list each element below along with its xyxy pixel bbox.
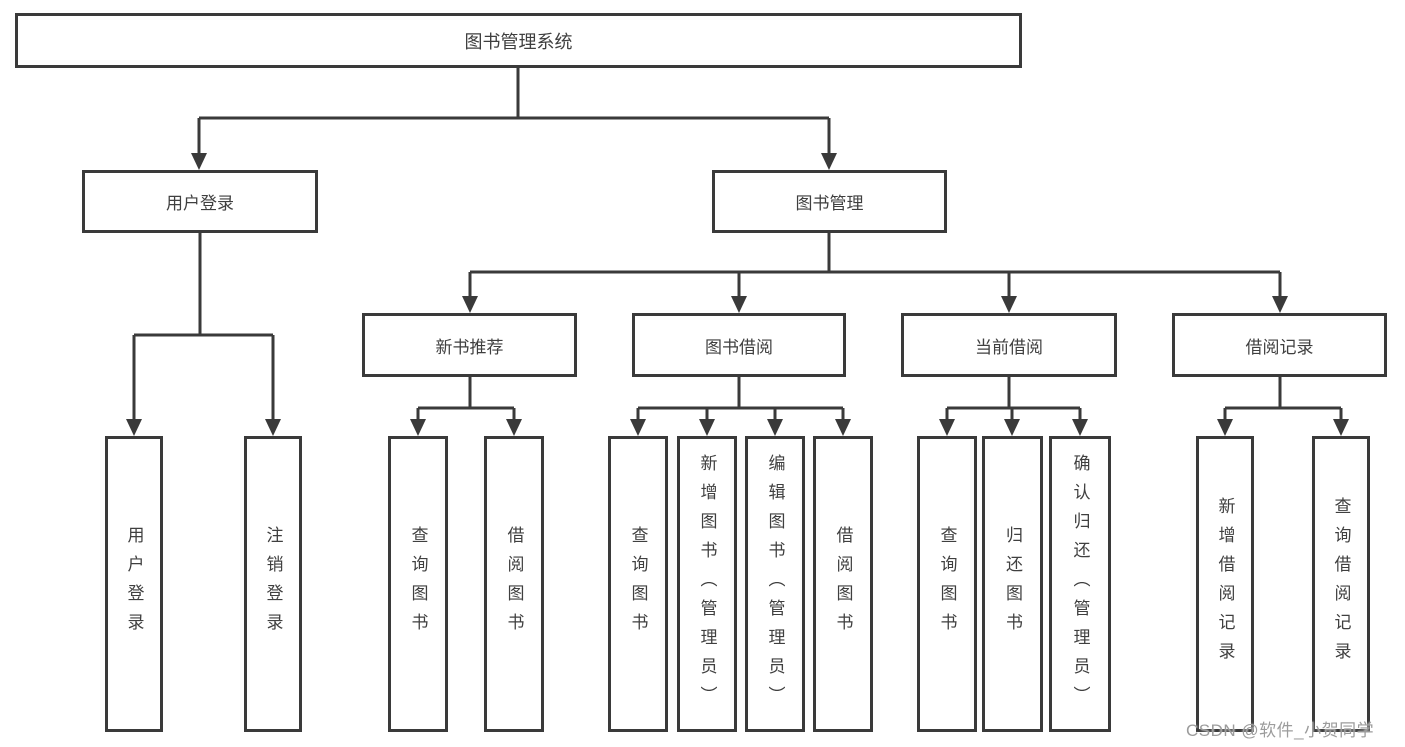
node-label: 图书管理系统	[464, 31, 573, 52]
leaf-return-books: 归还图书	[982, 436, 1043, 732]
node-label: 图书借阅	[705, 337, 773, 357]
node-book-borrowing: 图书借阅	[632, 313, 846, 377]
node-label: 查询图书	[937, 526, 957, 642]
node-label: 注销登录	[263, 526, 283, 642]
node-book-management: 图书管理	[712, 170, 947, 233]
node-label: 用户登录	[124, 526, 144, 642]
node-label: 查询借阅记录	[1331, 497, 1351, 671]
leaf-add-borrow-record: 新增借阅记录	[1196, 436, 1254, 732]
leaf-edit-books-admin: 编辑图书（管理员）	[745, 436, 805, 732]
node-label: 新书推荐	[435, 337, 504, 357]
node-label: 当前借阅	[975, 337, 1043, 357]
node-label: 借阅图书	[833, 526, 853, 642]
leaf-user-login: 用户登录	[105, 436, 163, 732]
node-label: 确认归还（管理员）	[1070, 453, 1090, 715]
node-label: 借阅记录	[1245, 337, 1314, 357]
leaf-borrow-books-2: 借阅图书	[813, 436, 873, 732]
node-borrowing-records: 借阅记录	[1172, 313, 1387, 377]
node-label: 查询图书	[408, 526, 428, 642]
csdn-watermark: CSDN @软件_小贺同学	[1186, 721, 1375, 740]
leaf-confirm-return-admin: 确认归还（管理员）	[1049, 436, 1111, 732]
leaf-logout: 注销登录	[244, 436, 302, 732]
leaf-borrow-books-1: 借阅图书	[484, 436, 544, 732]
node-label: 图书管理	[795, 194, 864, 213]
leaf-query-borrow-records: 查询借阅记录	[1312, 436, 1370, 732]
leaf-add-books-admin: 新增图书（管理员）	[677, 436, 737, 732]
node-user-login: 用户登录	[82, 170, 318, 233]
leaf-query-books-2: 查询图书	[608, 436, 668, 732]
node-current-borrowing: 当前借阅	[901, 313, 1117, 377]
node-label: 编辑图书（管理员）	[765, 453, 785, 715]
node-label: 用户登录	[166, 194, 234, 213]
node-label: 归还图书	[1003, 526, 1022, 642]
node-label: 新增图书（管理员）	[697, 453, 717, 715]
node-label: 新增借阅记录	[1215, 497, 1235, 671]
node-label: 查询图书	[628, 526, 648, 642]
node-new-book-recommendation: 新书推荐	[362, 313, 577, 377]
leaf-query-books-1: 查询图书	[388, 436, 448, 732]
node-label: 借阅图书	[504, 526, 524, 642]
node-root-system: 图书管理系统	[15, 13, 1022, 68]
leaf-query-books-3: 查询图书	[917, 436, 977, 732]
